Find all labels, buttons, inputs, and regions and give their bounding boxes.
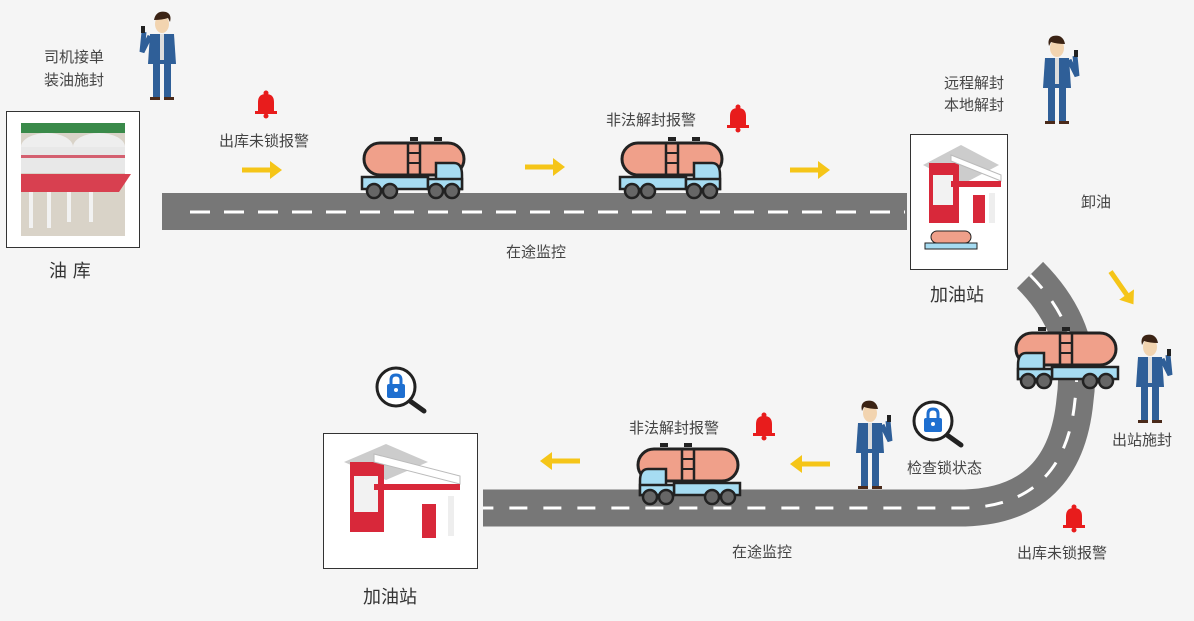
staff-figure — [1043, 36, 1078, 124]
lock-search-icon — [377, 368, 424, 411]
oil-depot-image — [6, 111, 140, 248]
unload-oil-label: 卸油 — [1081, 193, 1112, 211]
oil-tanker-truck-1 — [360, 135, 466, 200]
unlocked-exit-alarm-label: 出库未锁报警 — [219, 132, 310, 150]
in-transit-monitoring-label: 在途监控 — [506, 243, 567, 261]
arrow-down-right-icon — [1103, 266, 1141, 310]
alarm-bell-icon — [255, 90, 277, 119]
arrow-left-icon — [790, 455, 830, 473]
remote-unseal-label: 远程解封 — [944, 74, 1005, 92]
unlocked-exit-alarm-label: 出库未锁报警 — [1017, 544, 1108, 562]
driver-figure — [856, 401, 891, 489]
driver-note-line1: 司机接单 — [44, 48, 105, 66]
arrow-left-icon — [540, 452, 580, 470]
oil-depot-picture — [21, 123, 131, 236]
oil-depot-label: 油 库 — [49, 261, 91, 282]
illegal-unseal-alarm-label: 非法解封报警 — [606, 111, 697, 129]
illegal-unseal-alarm-label: 非法解封报警 — [629, 419, 720, 437]
oil-tanker-truck-2 — [618, 135, 724, 200]
gas-station-picture — [923, 145, 1002, 250]
staff-figure — [1136, 335, 1171, 423]
oil-tanker-truck-3 — [1014, 325, 1120, 390]
gas-station-label: 加油站 — [930, 285, 984, 306]
lock-search-icon — [914, 402, 961, 445]
alarm-bell-icon — [753, 412, 775, 441]
arrow-right-icon — [790, 161, 830, 179]
gas-station-image — [323, 433, 478, 569]
check-lock-status-label: 检查锁状态 — [907, 459, 983, 477]
local-unseal-label: 本地解封 — [944, 96, 1005, 114]
gas-station-image — [910, 134, 1008, 270]
alarm-bell-icon — [1063, 504, 1085, 533]
driver-figure — [141, 12, 176, 100]
arrow-right-icon — [525, 158, 565, 176]
oil-tanker-truck-4 — [636, 441, 742, 506]
in-transit-monitoring-label: 在途监控 — [732, 543, 793, 561]
alarm-bell-icon — [727, 104, 749, 133]
exit-seal-label: 出站施封 — [1112, 431, 1173, 449]
gas-station-picture — [344, 444, 461, 538]
gas-station-label: 加油站 — [363, 587, 417, 608]
driver-note-line2: 装油施封 — [44, 71, 105, 89]
arrow-right-icon — [242, 161, 282, 179]
